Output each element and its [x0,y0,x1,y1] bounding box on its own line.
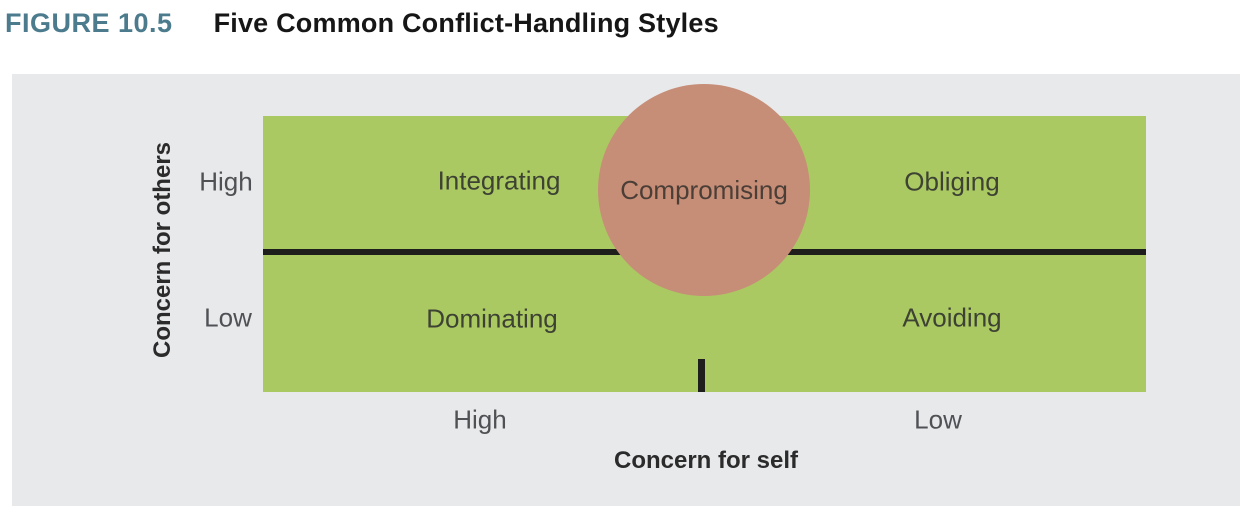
x-axis-low-label: Low [914,404,962,435]
y-axis-low-label: Low [204,302,252,333]
quadrant-label-dominating: Dominating [426,303,558,334]
y-axis-title: Concern for others [149,141,176,359]
figure-title: Five Common Conflict-Handling Styles [213,8,719,38]
compromising-label: Compromising [620,174,788,205]
quadrant-label-avoiding: Avoiding [902,302,1002,333]
figure-number: FIGURE 10.5 [5,8,173,38]
y-axis-high-label: High [199,166,253,197]
vertical-tick-bottom [698,359,705,392]
diagram-panel: Concern for others High Low Integrating … [12,74,1240,506]
matrix-grid: Integrating Obliging Dominating Avoiding… [263,84,1146,392]
x-axis-high-label: High [453,404,507,435]
compromising-circle: Compromising [598,84,810,296]
quadrant-label-integrating: Integrating [437,165,561,196]
figure-caption: FIGURE 10.5 Five Common Conflict-Handlin… [5,8,719,39]
x-axis-title: Concern for self [613,447,799,474]
quadrant-label-obliging: Obliging [904,166,1000,197]
